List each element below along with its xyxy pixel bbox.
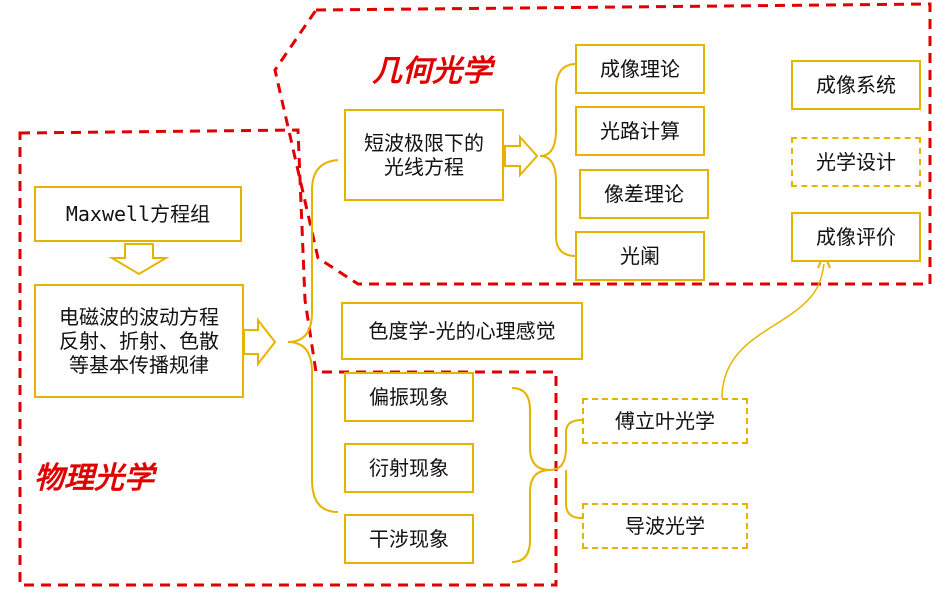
imaging-evaluation-box: 成像评价 [791, 212, 921, 262]
down-arrow [108, 243, 170, 276]
phenomena-brace [511, 387, 551, 563]
fourier-optics-box: 傅立叶光学 [582, 398, 748, 444]
polarization-box: 偏振现象 [344, 372, 474, 422]
right-arrow-ray [504, 134, 539, 178]
aperture-stop-label: 光阑 [620, 244, 660, 268]
right-arrow-wave [243, 317, 277, 367]
guided-wave-optics-box: 导波光学 [582, 503, 748, 549]
optical-design-label: 光学设计 [816, 150, 896, 174]
guided-wave-optics-label: 导波光学 [625, 514, 705, 538]
ray-tracing-label: 光路计算 [600, 119, 680, 143]
wave-equation-box: 电磁波的波动方程 反射、折射、色散 等基本传播规律 [34, 284, 244, 398]
application-fork [549, 419, 583, 519]
wave-equation-line-2: 反射、折射、色散 [59, 329, 219, 353]
imaging-theory-label: 成像理论 [600, 57, 680, 81]
diffraction-box: 衍射现象 [344, 443, 474, 493]
wave-equation-line-3: 等基本传播规律 [69, 353, 209, 377]
ray-equation-line-1: 短波极限下的 [364, 131, 484, 155]
aberration-theory-box: 像差理论 [579, 169, 709, 219]
maxwell-equations-label: Maxwell方程组 [65, 202, 211, 226]
imaging-system-box: 成像系统 [791, 60, 921, 110]
fourier-to-evaluation-curve [721, 263, 825, 399]
interference-box: 干涉现象 [344, 514, 474, 564]
ray-equation-box: 短波极限下的 光线方程 [344, 109, 504, 201]
interference-label: 干涉现象 [369, 527, 449, 551]
imaging-theory-box: 成像理论 [575, 44, 705, 94]
ray-tracing-box: 光路计算 [575, 106, 705, 156]
main-brace [287, 159, 339, 513]
maxwell-equations-box: Maxwell方程组 [34, 186, 242, 242]
aperture-stop-box: 光阑 [575, 231, 705, 281]
physical-optics-region [18, 128, 558, 587]
colorimetry-box: 色度学-光的心理感觉 [341, 302, 583, 360]
ray-equation-line-2: 光线方程 [384, 155, 464, 179]
geometric-optics-region [273, 2, 932, 286]
imaging-system-label: 成像系统 [816, 73, 896, 97]
fourier-optics-label: 傅立叶光学 [615, 409, 715, 433]
optical-design-box: 光学设计 [791, 137, 921, 187]
branch-brace [539, 63, 577, 257]
aberration-theory-label: 像差理论 [604, 182, 684, 206]
colorimetry-label: 色度学-光的心理感觉 [368, 319, 556, 343]
wave-equation-line-1: 电磁波的波动方程 [59, 305, 219, 329]
diffraction-label: 衍射现象 [369, 456, 449, 480]
imaging-evaluation-label: 成像评价 [816, 225, 896, 249]
polarization-label: 偏振现象 [369, 385, 449, 409]
geometric-optics-title: 几何光学 [372, 54, 492, 89]
physical-optics-title: 物理光学 [34, 461, 154, 496]
